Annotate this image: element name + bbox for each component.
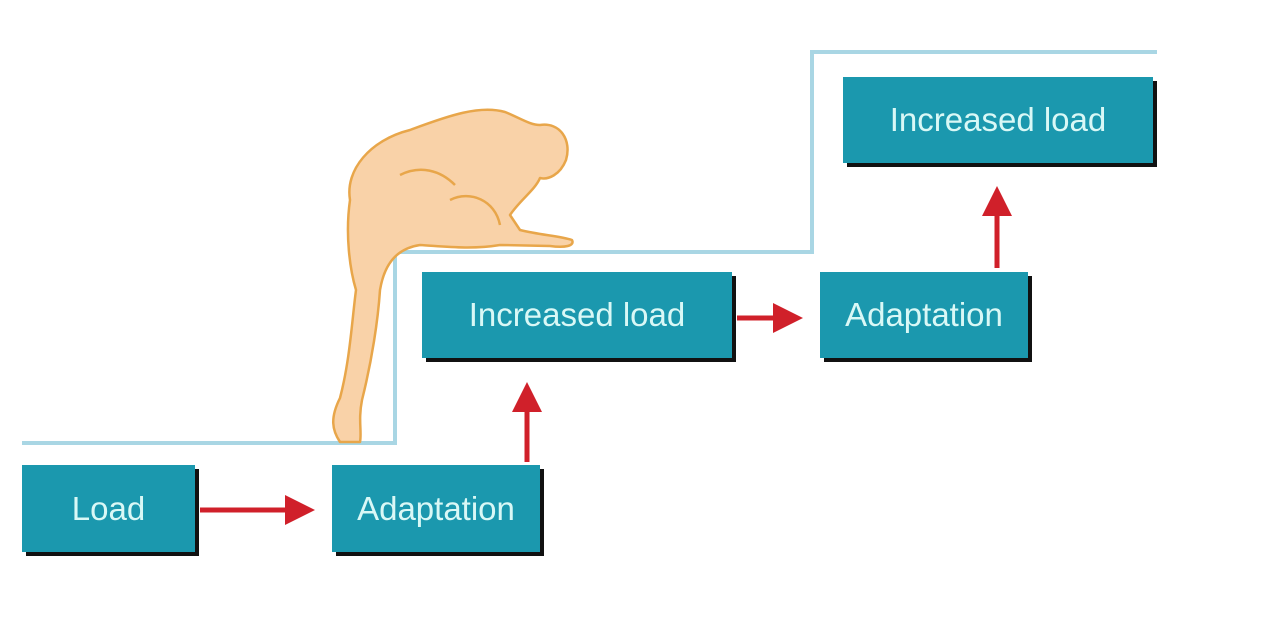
box-load: Load [22, 465, 195, 552]
box-increased-load-2: Increased load [843, 77, 1153, 163]
sitting-person-figure [332, 108, 574, 444]
box-adaptation-1: Adaptation [332, 465, 540, 552]
staircase-line [22, 50, 1157, 445]
box-increased-load-1: Increased load [422, 272, 732, 358]
box-adaptation-2: Adaptation [820, 272, 1028, 358]
